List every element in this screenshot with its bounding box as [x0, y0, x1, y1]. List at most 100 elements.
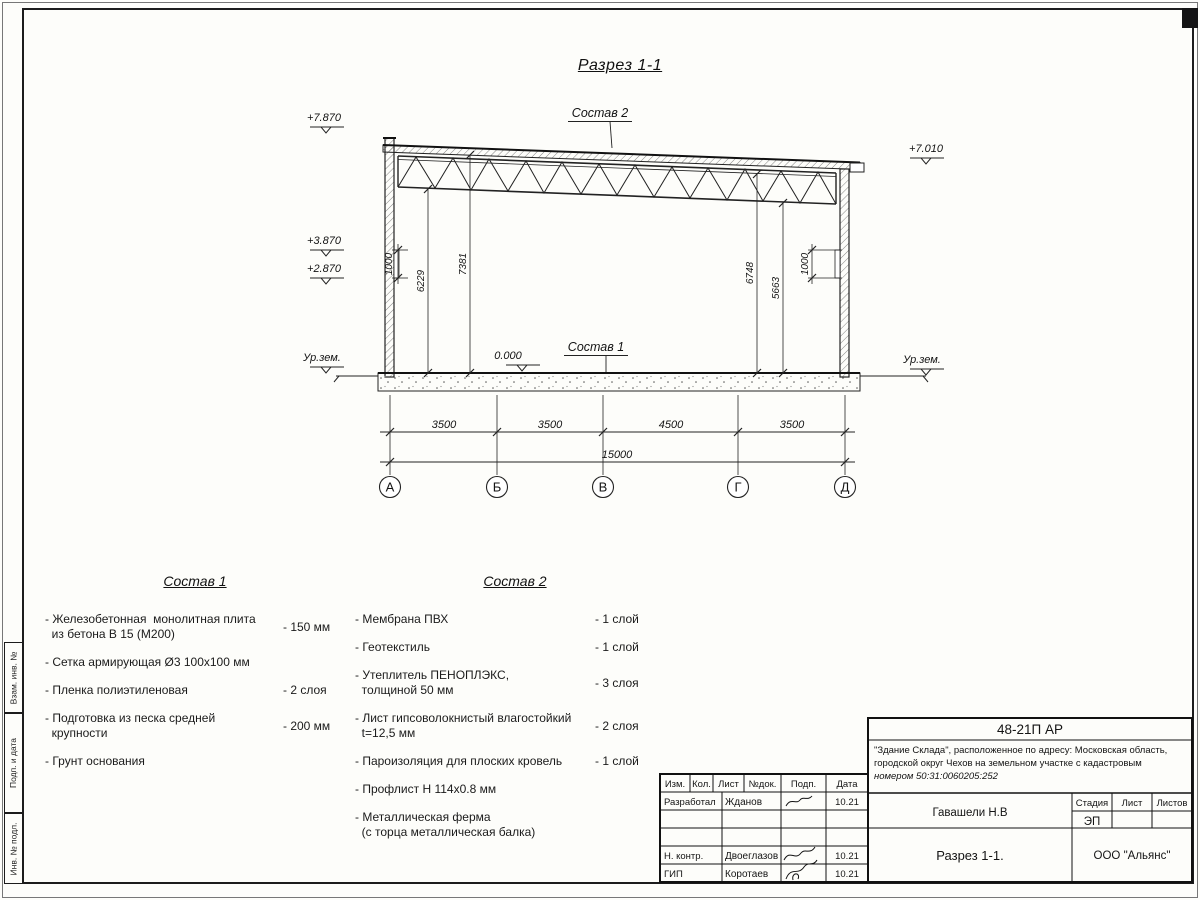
- ground-label-left: Ур.зем.: [302, 352, 341, 364]
- item-text: - Геотекстиль: [355, 640, 430, 654]
- right-wall: [839, 168, 850, 378]
- stamp-podp-data: Подп. и дата: [4, 713, 23, 813]
- item-text: - Утеплитель ПЕНОПЛЭКС, толщиной 50 мм: [355, 668, 510, 697]
- axis-d: Д: [841, 480, 850, 495]
- document-code: 48-21П АР: [997, 722, 1063, 737]
- role-gip: ГИП: [664, 869, 683, 880]
- stage-value: ЭП: [1084, 816, 1101, 828]
- sheet-title: Разрез 1-1.: [936, 848, 1003, 863]
- stamp-vzam-inv: Взам. инв. №: [4, 642, 23, 713]
- elev-3870: +3.870: [307, 235, 342, 247]
- dim-1000-left: 1000: [384, 252, 395, 275]
- col-ndok: №док.: [749, 779, 777, 790]
- composition2-item: - Мембрана ПВХ - 1 слой: [355, 612, 655, 627]
- signature-nkontr: [783, 846, 816, 861]
- signature-gip: [785, 859, 818, 881]
- elev-7010: +7.010: [909, 143, 944, 155]
- item-text: - Пароизоляция для плоских кровель: [355, 754, 563, 768]
- organization: ООО "Альянс": [1094, 850, 1171, 862]
- col-podp: Подп.: [791, 779, 816, 790]
- item-value: - 2 слоя: [283, 683, 327, 697]
- axis-v: В: [599, 480, 608, 495]
- item-text: - Профлист Н 114х0.8 мм: [355, 782, 497, 796]
- project-description-line3: номером 50:31:0060205:252: [874, 771, 999, 782]
- horizontal-dimensions: [380, 395, 855, 475]
- item-text: - Мембрана ПВХ: [355, 612, 449, 626]
- composition1-callout: Состав 1: [568, 340, 624, 354]
- stamp-inv-podl-label: Инв. № подл.: [8, 822, 19, 875]
- elev-7870: +7.870: [307, 112, 342, 124]
- floor-slab: [377, 372, 861, 392]
- item-value: - 200 мм: [283, 718, 331, 733]
- item-text: - Металлическая ферма (с торца металличе…: [355, 810, 536, 839]
- elev-2870: +2.870: [307, 263, 342, 275]
- sheet-frame: [22, 8, 1194, 884]
- dim-3500-1: 3500: [432, 419, 457, 431]
- item-value: - 1 слой: [595, 612, 639, 626]
- item-value: - 150 мм: [283, 619, 331, 634]
- right-wall-insert: [834, 249, 841, 279]
- vertical-dimensions: [392, 150, 842, 378]
- project-description-line1: "Здание Склада", расположенное по адресу…: [874, 745, 1167, 756]
- col-izm: Изм.: [665, 779, 685, 790]
- composition2-item: - Металлическая ферма (с торца металличе…: [355, 810, 655, 840]
- name-dvoeglazov: Двоеглазов: [725, 851, 778, 862]
- name-zhdanov: Жданов: [725, 797, 762, 808]
- date-razrabotal: 10.21: [835, 797, 859, 808]
- role-razrabotal: Разработал: [664, 797, 716, 808]
- composition1-item: - Пленка полиэтиленовая - 2 слоя: [45, 683, 343, 698]
- dim-6229: 6229: [416, 269, 427, 292]
- col-list: Лист: [718, 779, 739, 790]
- ground-line: [333, 375, 929, 383]
- dim-7381: 7381: [458, 253, 469, 275]
- composition1-list: - Железобетонная монолитная плита из бет…: [45, 612, 343, 782]
- dim-3500-3: 3500: [780, 419, 805, 431]
- roof-assembly: [382, 144, 865, 173]
- composition2-item: - Утеплитель ПЕНОПЛЭКС, толщиной 50 мм - …: [355, 668, 655, 698]
- item-text: - Пленка полиэтиленовая: [45, 683, 188, 697]
- axis-markers: [378, 475, 857, 499]
- date-nkontr: 10.21: [835, 851, 859, 862]
- composition2-item: - Пароизоляция для плоских кровель- 1 сл…: [355, 754, 655, 769]
- axis-g: Г: [734, 480, 741, 495]
- composition2-title: Состав 2: [483, 573, 547, 589]
- title-block: 48-21П АР "Здание Склада", расположенное…: [659, 717, 1193, 883]
- composition2-item: - Геотекстиль - 1 слой: [355, 640, 655, 655]
- composition-leaders: Состав 2 Состав 1: [564, 106, 632, 372]
- dim-total-15000: 15000: [602, 449, 633, 461]
- item-text: - Сетка армирующая Ø3 100х100 мм: [45, 655, 250, 669]
- author-name: Гавашели Н.В: [932, 807, 1007, 819]
- stamp-inv-podl: Инв. № подл.: [4, 813, 23, 884]
- item-value: - 2 слоя: [595, 718, 639, 733]
- composition1-item: - Сетка армирующая Ø3 100х100 мм: [45, 655, 343, 670]
- sheets-label: Листов: [1157, 798, 1188, 809]
- composition1-title: Состав 1: [163, 573, 227, 589]
- dim-6748: 6748: [745, 261, 756, 284]
- dim-1000-right: 1000: [800, 252, 811, 275]
- ground-label-right: Ур.зем.: [902, 354, 941, 366]
- item-text: - Лист гипсоволокнистый влагостойкий t=1…: [355, 711, 572, 740]
- sheet-label: Лист: [1122, 798, 1143, 809]
- col-kol: Кол.: [692, 779, 711, 790]
- stamp-podp-data-label: Подп. и дата: [8, 737, 19, 789]
- dim-4500: 4500: [659, 419, 684, 431]
- name-korotaev: Коротаев: [725, 869, 768, 880]
- item-text: - Железобетонная монолитная плита из бет…: [45, 612, 256, 641]
- axis-a: А: [386, 480, 395, 495]
- roof-truss: [397, 155, 837, 205]
- dim-3500-2: 3500: [538, 419, 563, 431]
- project-description-line2: городской округ Чехов на земельном участ…: [874, 758, 1142, 769]
- composition1-item: - Подготовка из песка средней крупности-…: [45, 711, 343, 741]
- dim-5663: 5663: [771, 276, 782, 299]
- item-value: - 1 слой: [595, 640, 639, 654]
- date-gip: 10.21: [835, 869, 859, 880]
- zero-level-mark: 0.000: [494, 350, 522, 362]
- corner-stamp-mark: [1182, 8, 1198, 28]
- title-block-grid: [659, 717, 1193, 883]
- item-value: - 3 слоя: [595, 675, 639, 690]
- stage-label: Стадия: [1076, 798, 1108, 809]
- composition1-item: - Грунт основания: [45, 754, 343, 769]
- composition2-item: - Профлист Н 114х0.8 мм: [355, 782, 655, 797]
